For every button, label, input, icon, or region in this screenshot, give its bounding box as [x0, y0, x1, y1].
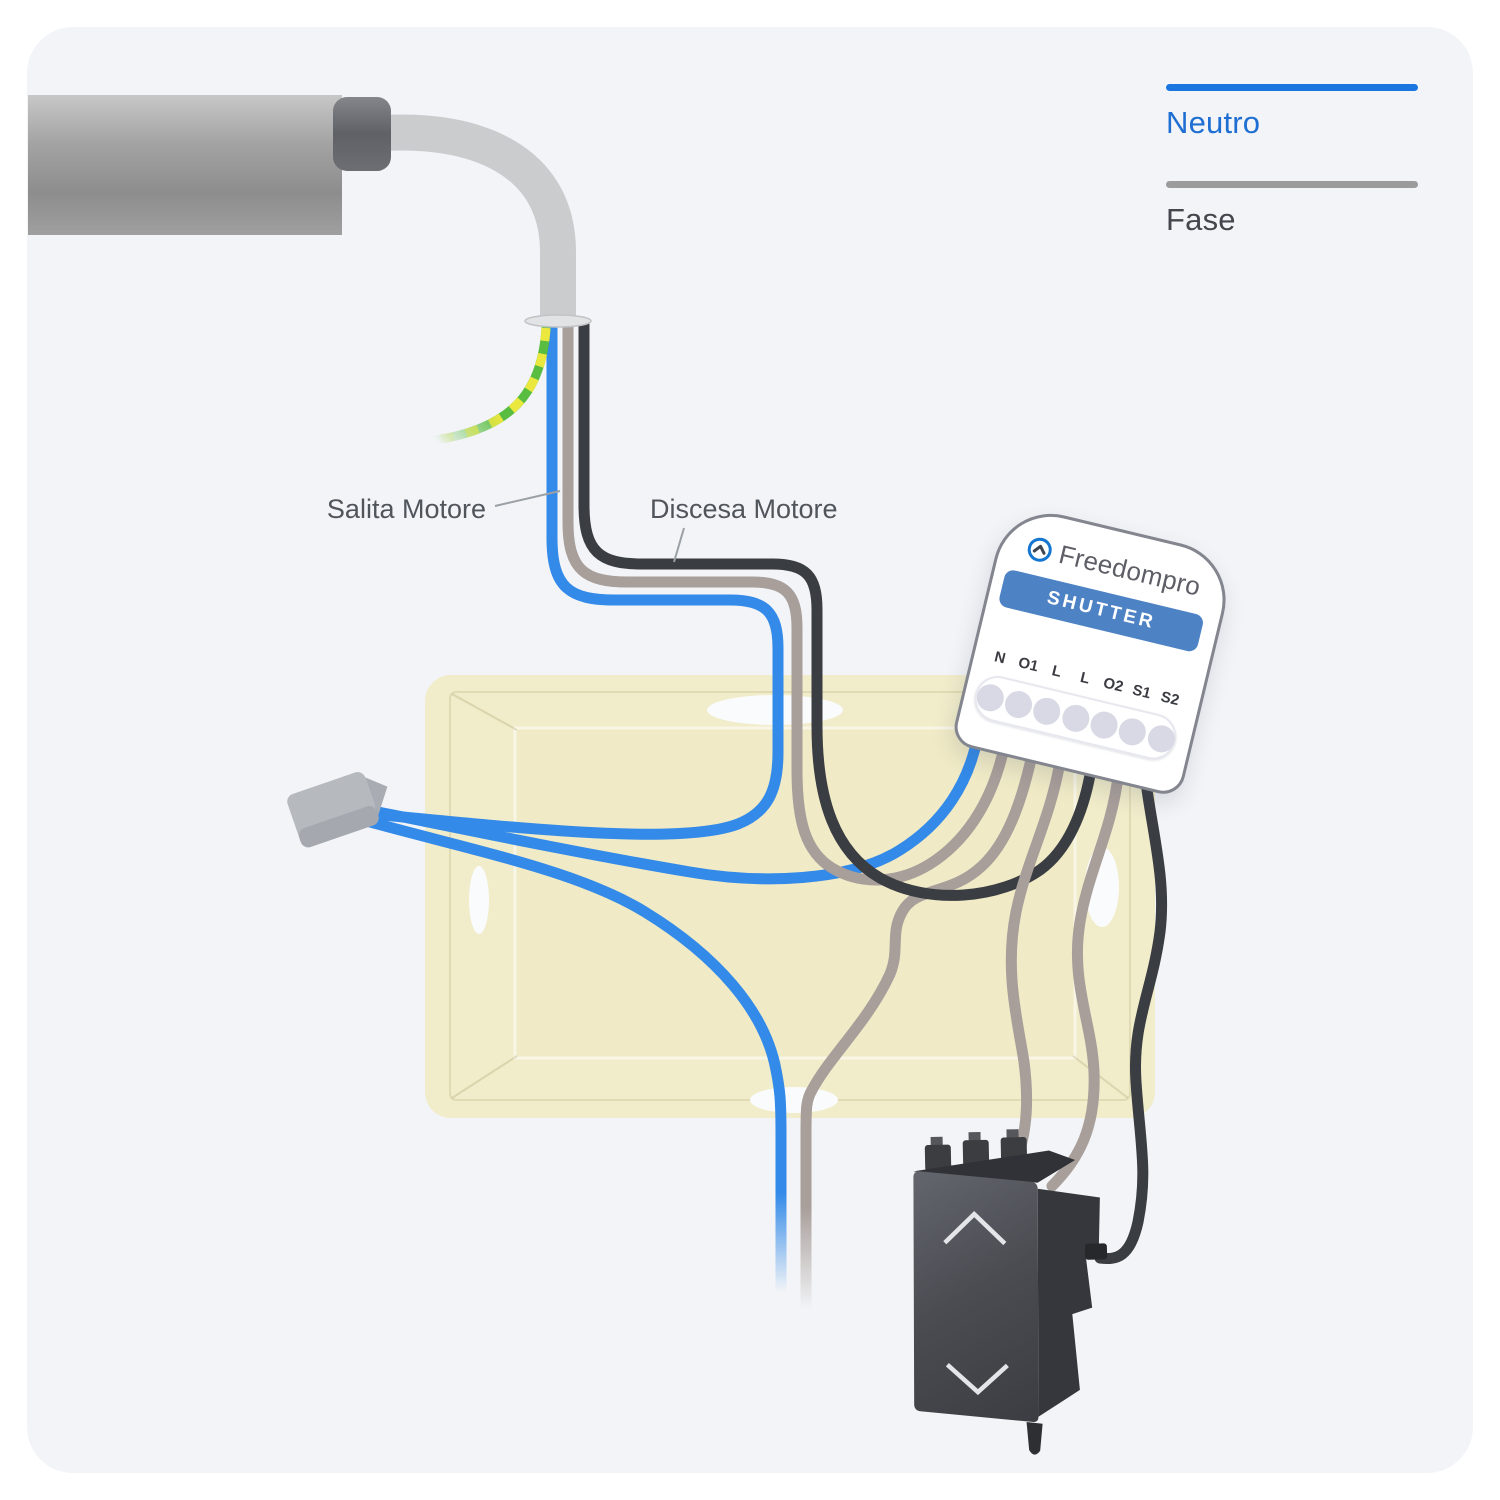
wire-neutral-supply: [364, 816, 787, 1298]
terminal-hole: [1116, 715, 1150, 748]
callout-salita: [494, 490, 561, 507]
legend-line-fase: [1166, 181, 1418, 188]
terminal-hole: [1145, 722, 1178, 755]
terminal-label-l2: L: [1078, 669, 1092, 688]
switch-side-terminal: [1084, 1243, 1108, 1260]
wire-discesa: [578, 319, 1096, 901]
callout-discesa: [673, 527, 685, 563]
terminal-label-s2: S2: [1159, 688, 1181, 710]
legend: Neutro Fase: [1166, 84, 1418, 278]
knockout-hole-left: [469, 866, 489, 934]
motor-end-cap: [333, 97, 391, 171]
knockout-hole-bottom: [750, 1087, 838, 1113]
terminal-label-n: N: [992, 648, 1008, 668]
wire-switch-common: [1002, 756, 1066, 1184]
wire-salita: [562, 319, 1010, 886]
terminal-label-o1: O1: [1016, 654, 1040, 676]
switch-front-face: [913, 1171, 1039, 1423]
terminal-hole: [1002, 687, 1035, 721]
terminal-label-o2: O2: [1101, 674, 1126, 696]
roller-motor-tube: [28, 95, 342, 235]
terminal-hole: [1059, 701, 1092, 735]
label-salita-motore: Salita Motore: [326, 494, 486, 524]
switch-side-face: [1037, 1188, 1100, 1417]
terminal-label-s1: S1: [1130, 681, 1153, 703]
terminal-hole: [1030, 694, 1064, 728]
wire-connector: [287, 772, 388, 848]
wire-neutral-module: [362, 734, 983, 885]
switch-bottom-pin: [1026, 1422, 1043, 1455]
terminal-hole: [1087, 708, 1121, 741]
wire-neutral-motor: [366, 319, 784, 840]
product-name: SHUTTER: [1045, 587, 1158, 634]
wall-switch: [913, 1129, 1108, 1455]
legend-label-fase: Fase: [1166, 202, 1236, 237]
wire-s1: [1046, 770, 1124, 1192]
terminal-hole: [973, 680, 1007, 714]
sheath-end-flare: [524, 314, 592, 328]
arrow-up-icon: [943, 1210, 1007, 1246]
terminal-label-l1: L: [1050, 662, 1064, 681]
label-discesa-motore: Discesa Motore: [650, 494, 838, 524]
wire-phase-supply: [800, 749, 1038, 1314]
ground-wire: [431, 323, 551, 445]
motor-cable-sheath: [382, 114, 576, 318]
shutter-module: Freedompro SHUTTER N O1 L L O2 S1 S2: [950, 502, 1238, 799]
freedompro-logo-icon: [1028, 537, 1053, 562]
callout-lines: [494, 490, 685, 563]
legend-label-neutro: Neutro: [1166, 105, 1261, 140]
wire-s2: [1094, 777, 1168, 1264]
legend-line-neutro: [1166, 84, 1418, 91]
arrow-down-icon: [945, 1363, 1009, 1396]
